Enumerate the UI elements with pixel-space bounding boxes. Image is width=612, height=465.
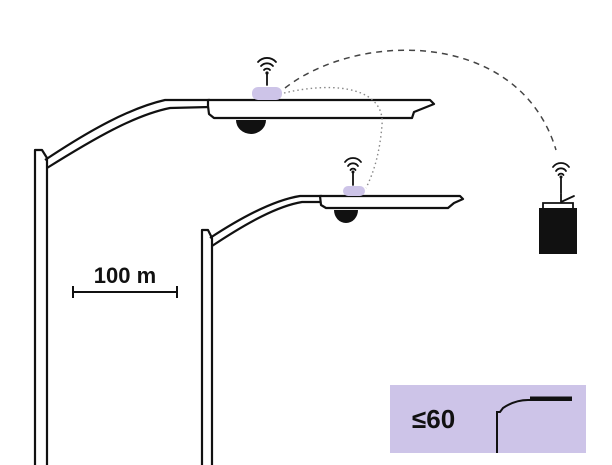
arm-small <box>209 194 322 239</box>
badge-background <box>390 385 586 453</box>
arm-large <box>44 98 210 161</box>
streetlight-small <box>200 157 465 465</box>
distance-scale: 100 m <box>72 263 178 298</box>
pole-large-icon <box>33 148 49 465</box>
link-dashed-to-gateway <box>284 49 557 151</box>
radio-module-large <box>252 87 282 100</box>
badge-streetlight-icon <box>496 399 572 453</box>
wifi-signal-small-icon <box>344 157 362 186</box>
gateway-box-icon <box>539 208 577 254</box>
wifi-signal-large-icon <box>257 57 277 86</box>
link-dotted-between-lights <box>283 86 383 189</box>
gateway-antenna <box>560 193 575 203</box>
radio-module-small <box>343 186 365 196</box>
wifi-signal-gateway-icon <box>552 162 570 194</box>
camera-dome-small-icon <box>334 210 358 223</box>
distance-label: 100 m <box>94 263 156 288</box>
luminaire-large <box>206 98 436 120</box>
arm-large-lower <box>46 105 211 169</box>
arm-small-lower <box>211 200 322 247</box>
badge-label: ≤60 <box>412 404 455 434</box>
camera-dome-large-icon <box>236 120 266 134</box>
luminaire-small <box>318 194 465 210</box>
gateway-box-top-bar <box>542 202 574 208</box>
capacity-badge: ≤60 <box>390 385 586 453</box>
pole-small-icon <box>200 228 214 465</box>
gateway <box>539 162 577 254</box>
streetlight-large <box>33 57 436 465</box>
